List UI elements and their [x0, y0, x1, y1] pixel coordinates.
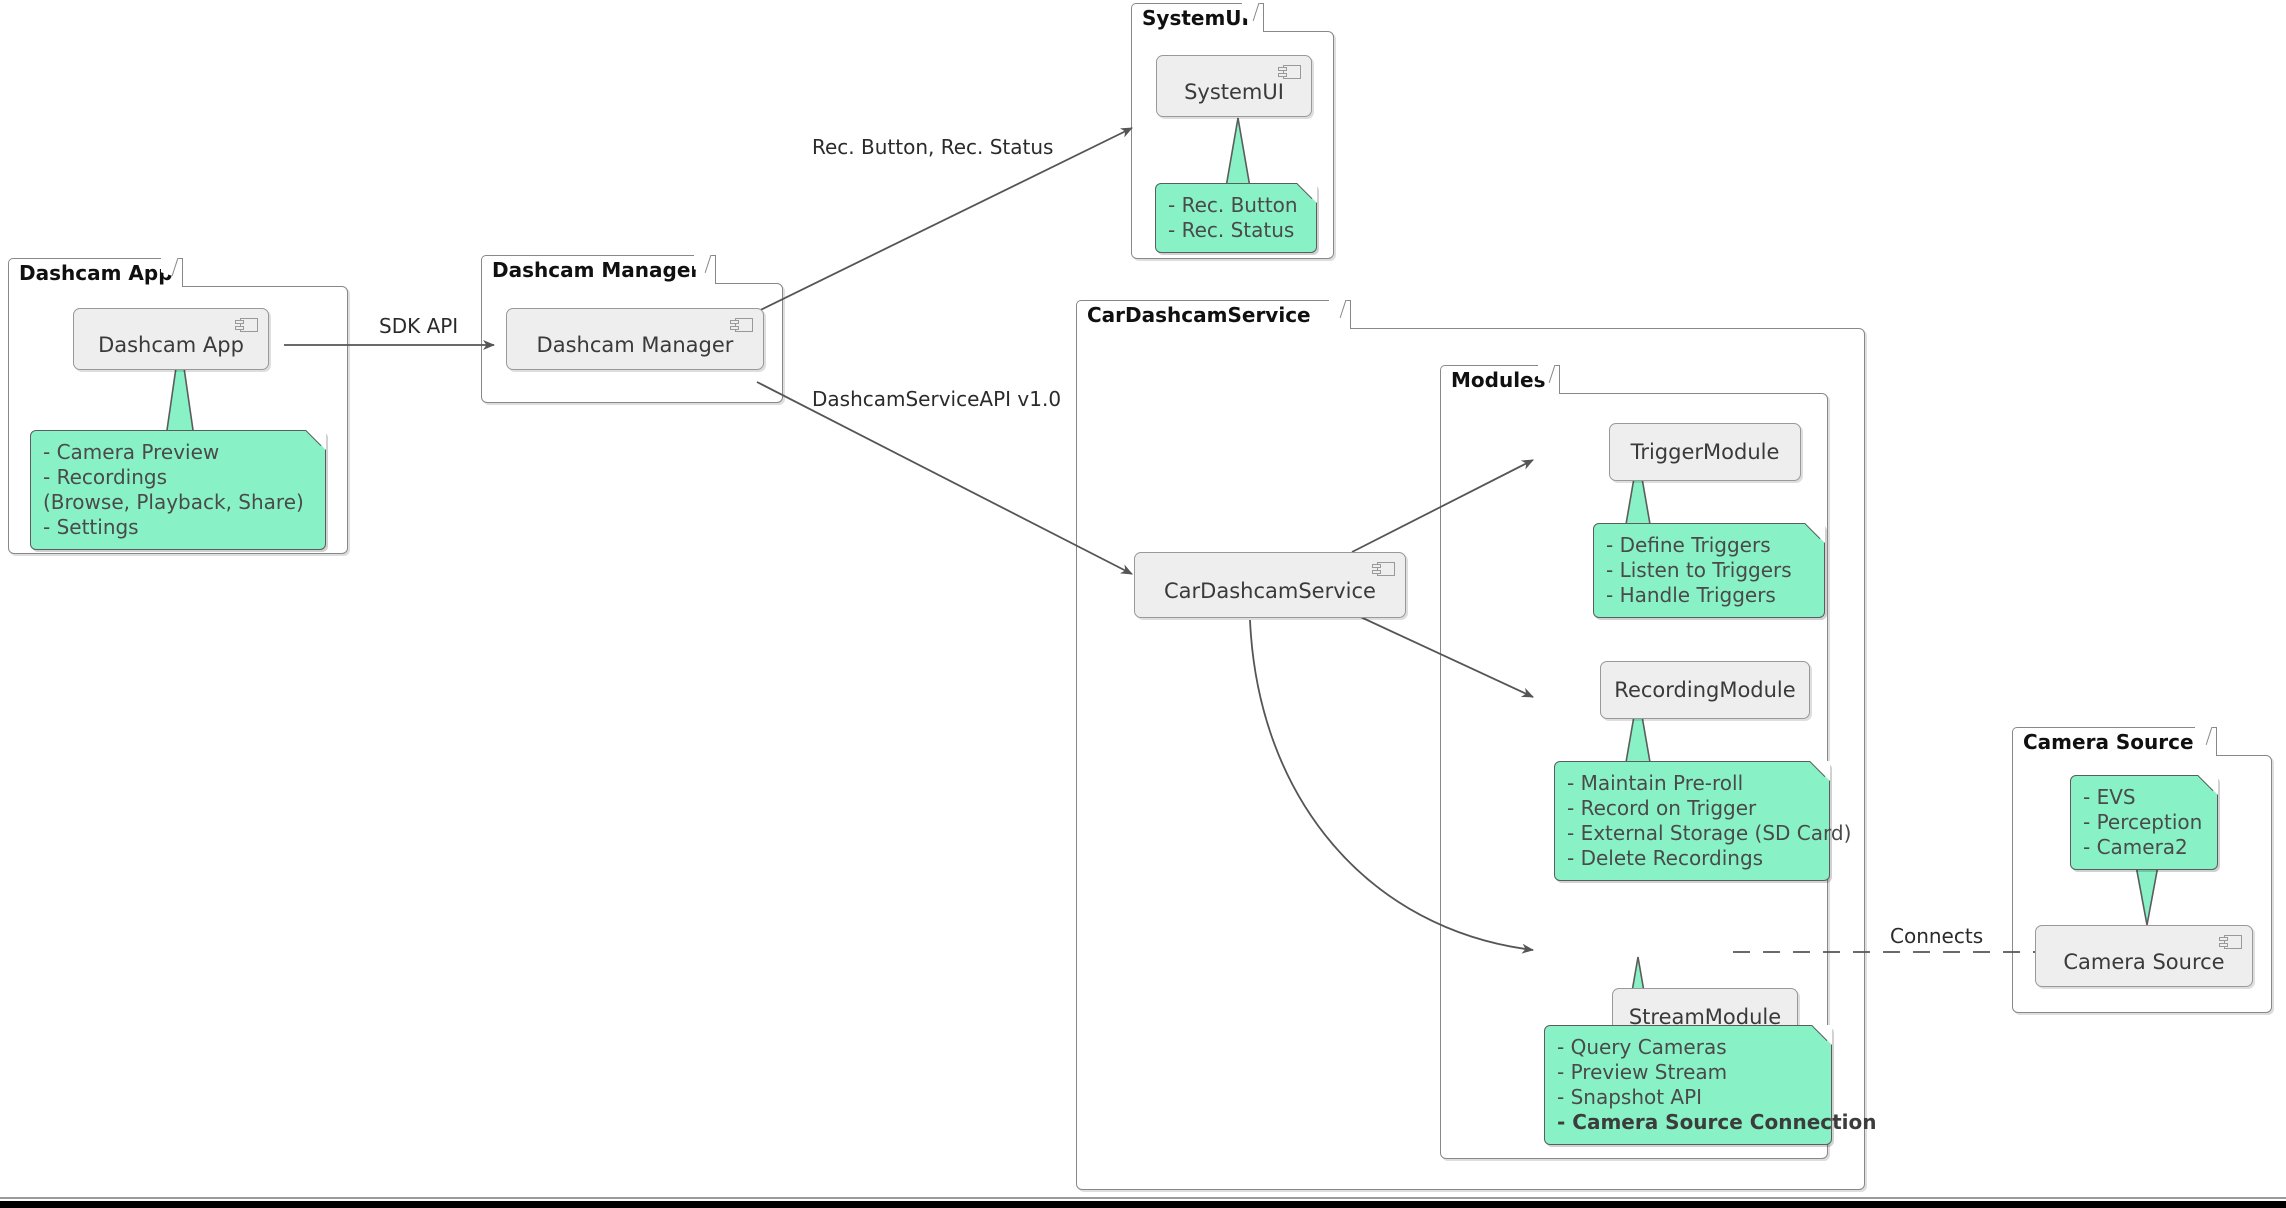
bottom-bar	[0, 1201, 2286, 1208]
package-systemui: SystemUI SystemUI - Rec. Button - Rec. S…	[1131, 3, 1341, 263]
note-line: - Maintain Pre-roll	[1567, 771, 1744, 795]
note-line: - Perception	[2083, 810, 2203, 834]
note-line: - Recordings	[43, 465, 168, 489]
note-line: - Camera2	[2083, 835, 2188, 859]
tab-notch	[1329, 300, 1351, 330]
note-recording-module: - Maintain Pre-roll - Record on Trigger …	[1554, 761, 1852, 881]
component-label: Dashcam App	[98, 332, 244, 357]
component-dashcam-app[interactable]: Dashcam App	[73, 308, 269, 370]
note-line: - Delete Recordings	[1567, 846, 1764, 870]
package-tab-modules: Modules	[1440, 365, 1560, 394]
package-cardashcamservice: CarDashcamService CarDashcamService Modu…	[1076, 300, 1877, 1195]
note-dashcam-app: - Camera Preview - Recordings (Browse, P…	[30, 430, 326, 550]
uml-component-icon	[235, 317, 259, 335]
note-line: - Record on Trigger	[1567, 796, 1757, 820]
note-fold-corner	[1805, 523, 1825, 543]
note-line: - Settings	[43, 515, 139, 539]
note-line: - Define Triggers	[1606, 533, 1771, 557]
component-dashcam-manager[interactable]: Dashcam Manager	[506, 308, 764, 370]
note-fold-corner	[1297, 183, 1317, 203]
note-line: - Rec. Button	[1168, 193, 1298, 217]
package-dashcam-app: Dashcam App Dashcam App - Camera Preview…	[8, 258, 356, 556]
uml-component-icon	[730, 317, 754, 335]
component-label: SystemUI	[1184, 79, 1284, 104]
package-modules: Modules TriggerModule - Define Triggers …	[1440, 365, 1877, 1163]
tab-notch	[2195, 727, 2217, 757]
note-line: - Preview Stream	[1557, 1060, 1728, 1084]
uml-component-icon	[2219, 934, 2243, 952]
component-label: RecordingModule	[1614, 677, 1796, 702]
note-fold-corner	[2198, 775, 2218, 795]
package-tab-dashcam-app: Dashcam App	[8, 258, 183, 287]
note-line: - EVS	[2083, 785, 2136, 809]
component-systemui[interactable]: SystemUI	[1156, 55, 1312, 117]
note-stream-module: - Query Cameras - Preview Stream - Snaps…	[1544, 1025, 1877, 1145]
edge-label-dashcam-service-api: DashcamServiceAPI v1.0	[812, 387, 1062, 411]
package-camera-source: Camera Source - EVS - Perception - Camer…	[2012, 727, 2280, 1017]
note-line: - Rec. Status	[1168, 218, 1295, 242]
edge-label-connects: Connects	[1890, 924, 1984, 948]
component-label: StreamModule	[1628, 1004, 1782, 1029]
note-line: - Camera Source Connection	[1557, 1110, 1877, 1134]
edge-label-rec-button-status: Rec. Button, Rec. Status	[812, 135, 1054, 159]
note-line: - Listen to Triggers	[1606, 558, 1792, 582]
component-camera-source[interactable]: Camera Source	[2035, 925, 2253, 987]
package-tab-cardashcamservice: CarDashcamService	[1076, 300, 1351, 329]
note-trigger-module: - Define Triggers - Listen to Triggers -…	[1593, 523, 1825, 618]
uml-component-icon	[1278, 64, 1302, 82]
package-dashcam-manager: Dashcam Manager Dashcam Manager	[481, 255, 791, 408]
note-line: - Camera Preview	[43, 440, 220, 464]
package-label: Dashcam Manager	[492, 258, 701, 282]
component-recording-module[interactable]: RecordingModule	[1600, 661, 1810, 719]
note-systemui: - Rec. Button - Rec. Status	[1155, 183, 1317, 253]
note-fold-corner	[306, 430, 326, 450]
component-label: Dashcam Manager	[536, 332, 734, 357]
bottom-divider	[0, 1197, 2286, 1199]
package-label: Modules	[1451, 368, 1546, 392]
component-cardashcamservice[interactable]: CarDashcamService	[1134, 552, 1406, 618]
package-tab-systemui: SystemUI	[1131, 3, 1264, 32]
package-tab-camera-source: Camera Source	[2012, 727, 2217, 756]
note-line: - Snapshot API	[1557, 1085, 1703, 1109]
edge-label-sdk-api: SDK API	[379, 314, 459, 338]
package-label: CarDashcamService	[1087, 303, 1311, 327]
note-line: (Browse, Playback, Share)	[43, 490, 304, 514]
note-camera-source: - EVS - Perception - Camera2	[2070, 775, 2218, 870]
component-trigger-module[interactable]: TriggerModule	[1609, 423, 1801, 481]
package-tab-dashcam-manager: Dashcam Manager	[481, 255, 716, 284]
uml-component-icon	[1372, 561, 1396, 579]
note-line: - Query Cameras	[1557, 1035, 1727, 1059]
component-label: CarDashcamService	[1164, 578, 1376, 603]
note-line: - Handle Triggers	[1606, 583, 1776, 607]
package-label: Dashcam App	[19, 261, 173, 285]
package-label: Camera Source	[2023, 730, 2194, 754]
note-fold-corner	[1812, 1025, 1832, 1045]
package-label: SystemUI	[1142, 6, 1249, 30]
component-label: Camera Source	[2063, 949, 2225, 974]
note-line: - External Storage (SD Card)	[1567, 821, 1852, 845]
note-fold-corner	[1810, 761, 1830, 781]
component-label: TriggerModule	[1630, 439, 1780, 464]
